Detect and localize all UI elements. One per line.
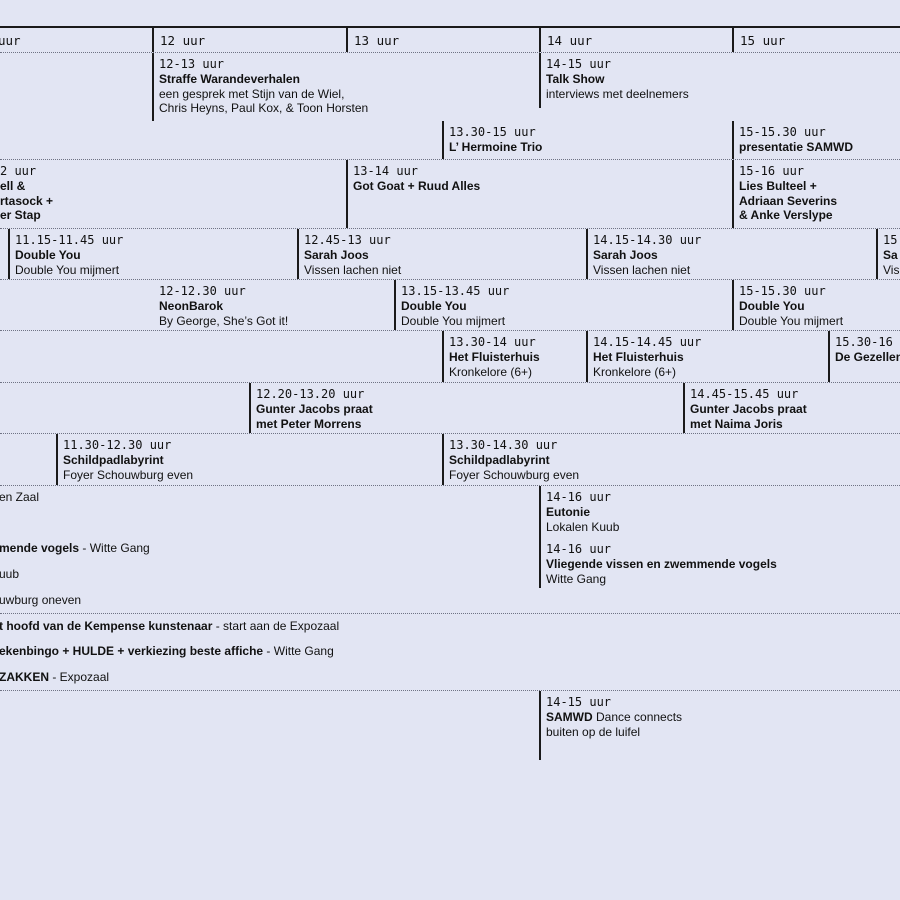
hour-header-13: 13 uur [346,26,539,52]
ongoing-row: ZAKKEN - Expozaal [0,670,110,684]
row-divider [0,228,900,229]
row-divider [0,52,900,53]
row-divider [0,382,900,383]
ongoing-row: uwburg oneven [0,593,82,607]
hour-header-14: 14 uur [539,26,732,52]
hour-header-11: uur [0,33,21,48]
hour-header-12: 12 uur [152,26,346,52]
header-top-line [0,26,900,28]
row-divider [0,613,900,614]
row-divider [0,159,900,160]
ongoing-row: ekenbingo + HULDE + verkiezing beste aff… [0,644,334,658]
ongoing-row: t hoofd van de Kempense kunstenaar - sta… [0,619,340,633]
ongoing-row: uub [0,567,20,581]
ongoing-row: mende vogels - Witte Gang [0,541,150,555]
row-divider [0,485,900,486]
row-divider [0,690,900,691]
row-divider [0,330,900,331]
row-divider [0,279,900,280]
row-divider [0,433,900,434]
event-block[interactable]: 14-15 uur SAMWD Dance connects buiten op… [539,691,682,760]
hour-header-15: 15 uur [732,26,900,52]
ongoing-row: en Zaal [0,490,40,504]
